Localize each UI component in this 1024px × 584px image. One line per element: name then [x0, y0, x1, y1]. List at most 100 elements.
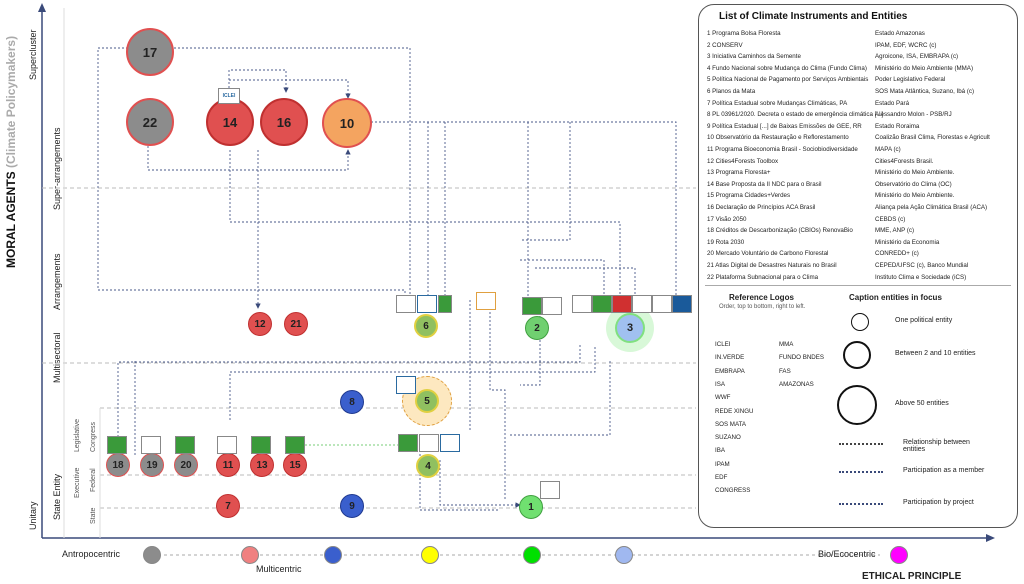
ref-logo-item: IN.VERDE — [715, 354, 745, 362]
list-item-entity: Poder Legislativo Federal — [875, 76, 946, 84]
list-item-name: 19 Rota 2030 — [707, 238, 745, 246]
list-item-entity: Instituto Clima e Sociedade (iCS) — [875, 273, 967, 281]
fundo-bndes-logo — [440, 434, 460, 452]
ref-title: Reference Logos — [729, 293, 794, 302]
list-item-entity: Estado Amazonas — [875, 30, 925, 37]
list-item-name: 10 Observatório da Restauração e Reflore… — [707, 134, 849, 142]
project-line — [839, 503, 883, 505]
list-item-entity: Ministério do Meio Ambiente. — [875, 169, 955, 177]
node-17[interactable]: 17 — [126, 28, 174, 76]
iclei-logo: ICLEI — [218, 88, 240, 104]
ref-logo-item: SOS MATA — [715, 420, 747, 428]
iba-logo — [438, 295, 452, 313]
wwf-logo — [632, 295, 652, 313]
list-item-name: 9 Política Estadual [...] de Baixas Emis… — [707, 122, 862, 130]
ref-logo-item: WWF — [715, 394, 731, 402]
ref-logo-item: MMA — [779, 341, 794, 348]
node-18[interactable]: 18 — [106, 453, 130, 477]
node-8[interactable]: 8 — [340, 390, 364, 414]
ref-logo-item: EDF — [715, 474, 728, 481]
list-item-entity: Ministério do Meio Ambiente. — [875, 192, 955, 200]
ref-logo-item: AMAZONAS — [779, 380, 814, 388]
caption-between-circle — [843, 341, 871, 369]
list-item-name: 12 Cities4Forests Toolbox — [707, 157, 779, 165]
panel-divider — [705, 285, 1011, 286]
list-item-entity: MAPA (c) — [875, 146, 901, 153]
list-item-name: 14 Base Proposta da II NDC para o Brasil — [707, 180, 822, 188]
node-13[interactable]: 13 — [250, 453, 274, 477]
list-item-entity: Observatório do Clima (OC) — [875, 180, 952, 188]
member-line — [839, 471, 883, 473]
list-item-name: 5 Política Nacional de Pagamento por Ser… — [707, 76, 869, 84]
node-10[interactable]: 10 — [322, 98, 372, 148]
panel-title: List of Climate Instruments and Entities — [719, 11, 908, 22]
list-item-entity: CEPED/UFSC (c), Banco Mundial — [875, 262, 969, 269]
node-6[interactable]: 6 — [414, 314, 438, 338]
ref-logo-item: CONGRESS — [715, 487, 751, 495]
logo-11 — [217, 436, 237, 454]
list-item-name: 8 PL 03961/2020. Decreta o estado de eme… — [707, 111, 884, 119]
node-16[interactable]: 16 — [260, 98, 308, 146]
ethics-scale-dot — [241, 546, 259, 564]
ref-logo-item: EMBRAPA — [715, 367, 745, 375]
caption-one: One political entity — [895, 317, 953, 324]
x-axis-title: ETHICAL PRINCIPLE — [862, 571, 962, 582]
node-1[interactable]: 1 — [519, 495, 543, 519]
logo-5 — [396, 376, 416, 394]
ref-logo-item: ISA — [715, 380, 725, 388]
node-22[interactable]: 22 — [126, 98, 174, 146]
ref-logo-item: IPAM — [715, 460, 730, 468]
sos-mata-logo — [396, 295, 416, 313]
node-3[interactable]: 3 — [615, 313, 645, 343]
logo-3b — [592, 295, 612, 313]
node-15[interactable]: 15 — [283, 453, 307, 477]
x-right-label: Bio/Ecocentric — [818, 549, 876, 559]
list-item-name: 20 Mercado Voluntário de Carbono Florest… — [707, 250, 829, 258]
node-14[interactable]: 14 — [206, 98, 254, 146]
list-item-name: 6 Planos da Mata — [707, 88, 756, 95]
list-item-entity: Ministério do Meio Ambiente (MMA) — [875, 64, 973, 72]
caption-above-circle — [837, 385, 877, 425]
caption-project: Participation by project — [903, 499, 974, 506]
list-item-name: 13 Programa Floresta+ — [707, 169, 771, 177]
legend-panel: List of Climate Instruments and Entities… — [698, 4, 1018, 528]
node-5[interactable]: 5 — [415, 389, 439, 413]
rel-line — [839, 443, 883, 445]
list-item-entity: MME, ANP (c) — [875, 227, 915, 235]
ref-logo-item: ICLEI — [715, 341, 731, 348]
list-item-name: 18 Créditos de Descarbonização (CBIOs) R… — [707, 227, 853, 235]
list-item-name: 2 CONSERV — [707, 41, 743, 49]
node-2[interactable]: 2 — [525, 316, 549, 340]
ethics-scale-dot — [890, 546, 908, 564]
list-item-entity: Estado Roraima — [875, 122, 920, 130]
ref-logo-item: IBA — [715, 447, 725, 455]
node-19[interactable]: 19 — [140, 453, 164, 477]
ethics-scale-dot — [615, 546, 633, 564]
logo-3c — [612, 295, 632, 313]
edf-logo — [542, 297, 562, 315]
list-item-name: 3 Iniciativa Caminhos da Semente — [707, 53, 801, 61]
list-item-entity: Alessandro Molon - PSB/RJ — [875, 111, 952, 119]
congress-logo-19 — [141, 436, 161, 454]
mma-logo-4 — [398, 434, 418, 452]
list-item-entity: Estado Pará — [875, 99, 910, 107]
caption-one-circle — [851, 313, 869, 331]
caption-title: Caption entities in focus — [849, 293, 942, 302]
list-item-name: 4 Fundo Nacional sobre Mudança do Clima … — [707, 64, 867, 72]
node-7[interactable]: 7 — [216, 494, 240, 518]
node-4[interactable]: 4 — [416, 454, 440, 478]
node-20[interactable]: 20 — [174, 453, 198, 477]
node-21[interactable]: 21 — [284, 312, 308, 336]
node-11[interactable]: 11 — [216, 453, 240, 477]
list-item-name: 22 Plataforma Subnacional para o Clima — [707, 273, 819, 281]
list-item-name: 21 Atlas Digital de Desastres Naturais n… — [707, 262, 837, 269]
node-9[interactable]: 9 — [340, 494, 364, 518]
node-12[interactable]: 12 — [248, 312, 272, 336]
ethics-scale-dot — [421, 546, 439, 564]
ref-logo-item: FUNDO BNDES — [779, 354, 825, 362]
list-item-entity: Aliança pela Ação Climática Brasil (ACA) — [875, 204, 988, 211]
logo-yellow — [476, 292, 496, 310]
mma-logo-20 — [175, 436, 195, 454]
list-item-entity: Ministério da Economia — [875, 238, 940, 246]
